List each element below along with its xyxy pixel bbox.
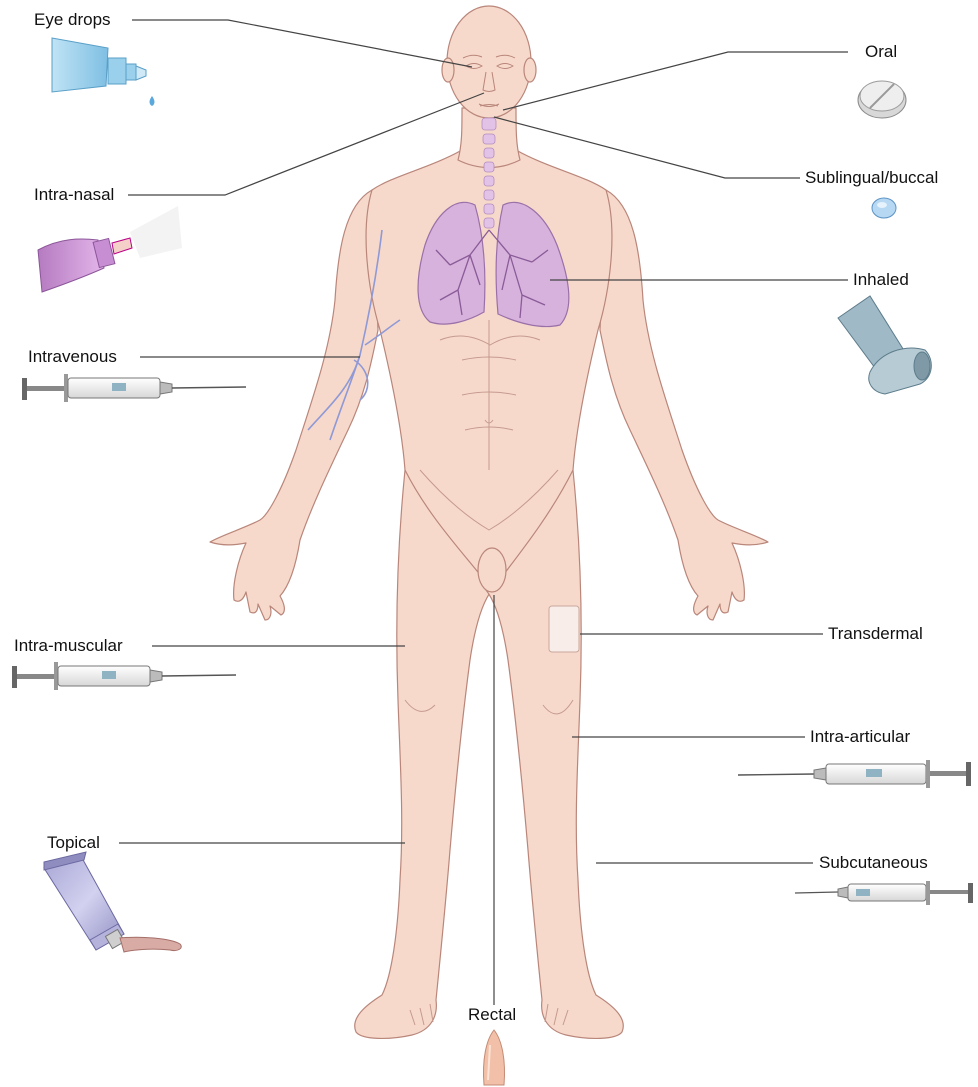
syringe-icon — [738, 760, 971, 788]
label-intra-nasal: Intra-nasal — [34, 185, 114, 205]
ointment-tube-icon — [44, 852, 181, 952]
label-subcutaneous: Subcutaneous — [819, 853, 928, 873]
eye-dropper-bottle-icon — [52, 38, 155, 106]
head — [447, 6, 531, 118]
label-intra-muscular: Intra-muscular — [14, 636, 123, 656]
label-oral: Oral — [865, 42, 897, 62]
small-pill-icon — [872, 198, 896, 218]
label-sublingual-buccal: Sublingual/buccal — [805, 168, 938, 188]
genitals — [478, 548, 506, 592]
right-arm — [600, 190, 768, 620]
inhaler-icon — [838, 296, 931, 394]
label-eye-drops: Eye drops — [34, 10, 111, 30]
tablet-icon — [858, 81, 906, 118]
syringe-icon — [12, 662, 236, 690]
syringe-icon — [795, 881, 973, 905]
label-intravenous: Intravenous — [28, 347, 117, 367]
nasal-spray-icon — [38, 206, 182, 292]
label-topical: Topical — [47, 833, 100, 853]
suppository-icon — [483, 1030, 504, 1085]
left-arm — [210, 190, 378, 620]
label-rectal: Rectal — [468, 1005, 516, 1025]
label-intra-articular: Intra-articular — [810, 727, 910, 747]
syringe-icon — [22, 374, 246, 402]
label-inhaled: Inhaled — [853, 270, 909, 290]
transdermal-patch — [549, 606, 579, 652]
human-figure — [210, 6, 768, 1038]
label-transdermal: Transdermal — [828, 624, 923, 644]
